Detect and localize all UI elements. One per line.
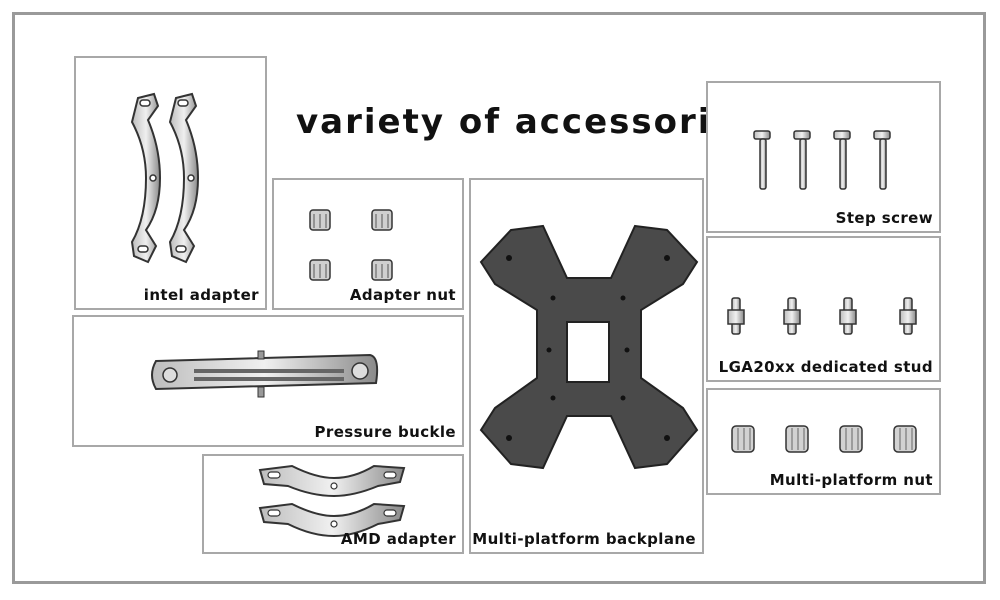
panel-label: LGA20xx dedicated stud	[718, 358, 933, 376]
panel-lga-stud: LGA20xx dedicated stud	[706, 236, 941, 382]
panel-label: AMD adapter	[340, 530, 456, 548]
lga-stud-image	[727, 297, 917, 335]
pressure-buckle-image	[151, 350, 379, 398]
adapter-nut-image	[309, 209, 393, 281]
backplane-image	[479, 224, 699, 470]
panel-platform-nut: Multi-platform nut	[706, 388, 941, 495]
intel-adapter-image	[130, 92, 200, 264]
panel-adapter-nut: Adapter nut	[272, 178, 464, 310]
panel-label: Multi-platform nut	[769, 471, 933, 489]
page-title: variety of accessories	[296, 102, 759, 142]
panel-label: intel adapter	[143, 286, 259, 304]
panel-intel-adapter: intel adapter	[74, 56, 267, 310]
panel-amd-adapter: AMD adapter	[202, 454, 464, 554]
panel-backplane: Multi-platform backplane	[469, 178, 704, 554]
panel-label: Multi-platform backplane	[472, 530, 696, 548]
panel-label: Adapter nut	[349, 286, 456, 304]
platform-nut-image	[731, 425, 917, 453]
panel-step-screw: Step screw	[706, 81, 941, 233]
panel-label: Step screw	[835, 209, 933, 227]
amd-adapter-image	[258, 464, 406, 538]
panel-pressure-buckle: Pressure buckle	[72, 315, 464, 447]
panel-label: Pressure buckle	[314, 423, 456, 441]
step-screw-image	[753, 130, 891, 190]
